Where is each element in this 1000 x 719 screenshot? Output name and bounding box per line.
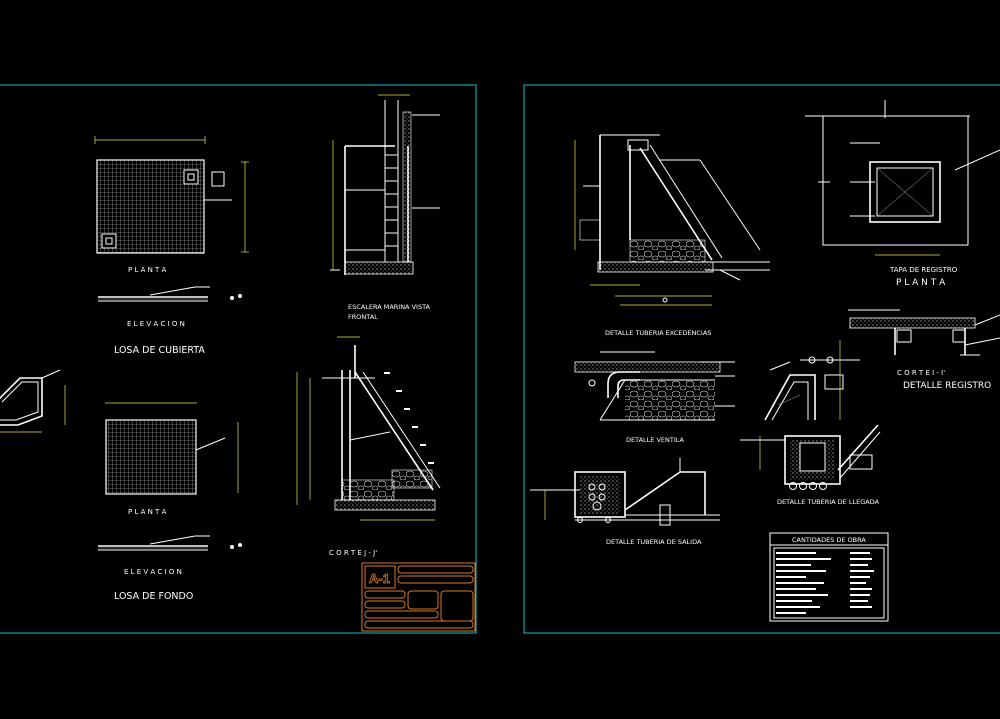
det-ventila-label: DETALLE VENTILA <box>626 436 685 444</box>
det-excedencias-label: DETALLE TUBERIA EXCEDENCIAS <box>605 329 711 337</box>
title-block <box>361 562 476 632</box>
detalle-salida <box>530 458 720 526</box>
planta-losa-cubierta <box>94 136 249 254</box>
escalera-label-2: FRONTAL <box>348 313 378 321</box>
sheet-2-border <box>523 84 1000 634</box>
corte-jj-drawing <box>296 336 441 521</box>
corte-ii-label: C O R T E I - I' <box>897 369 945 377</box>
det-registro-label: DETALLE REGISTRO <box>903 381 991 391</box>
detalle-llegada <box>740 424 881 490</box>
planta-losa-fondo <box>105 402 239 495</box>
detalle-talud <box>764 340 860 421</box>
det-llegada-label: DETALLE TUBERIA DE LLEGADA <box>777 498 880 506</box>
sheet-2: DETALLE TUBERIA EXCEDENCIAS TAPA DE REGI… <box>523 84 1000 634</box>
planta-label: P L A N T A <box>896 278 946 288</box>
losa-cubierta-title: LOSA DE CUBIERTA <box>114 345 205 356</box>
corner-detail <box>0 369 66 433</box>
sheet-code: A-1 <box>369 571 390 586</box>
det-salida-label: DETALLE TUBERIA DE SALIDA <box>606 538 702 546</box>
losa-fondo-title: LOSA DE FONDO <box>114 591 193 602</box>
detalle-excedencias <box>574 134 770 306</box>
cantidades-title: CANTIDADES DE OBRA <box>792 536 866 544</box>
elevacion-1 <box>98 286 242 302</box>
detalle-ventila <box>574 351 735 421</box>
tapa-registro-label: TAPA DE REGISTRO <box>889 266 958 274</box>
escalera-label-1: ESCALERA MARINA VISTA <box>348 303 431 311</box>
sheet-1: P L A N T A E L E V A C I O N LOSA DE CU… <box>0 84 477 634</box>
elevacion-2-label: E L E V A C I O N <box>124 568 182 576</box>
elevacion-2 <box>98 535 242 551</box>
tapa-registro <box>805 100 1000 256</box>
cantidades-table <box>769 532 889 622</box>
escalera-marina <box>330 94 440 275</box>
planta-2-label: P L A N T A <box>128 508 167 516</box>
planta-1-label: P L A N T A <box>128 266 167 274</box>
corte-jj-label: C O R T E J - J' <box>329 549 377 557</box>
elevacion-1-label: E L E V A C I O N <box>127 320 185 328</box>
sheet-1-border <box>0 84 477 634</box>
corte-ii-drawing <box>848 309 1000 356</box>
